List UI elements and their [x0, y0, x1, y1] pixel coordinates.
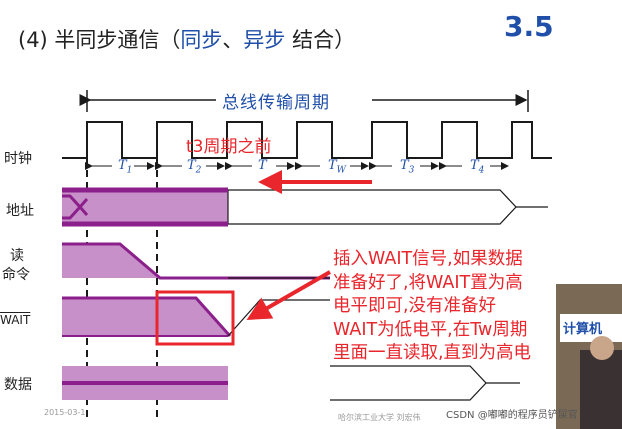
note-wait-line: 插入WAIT信号,如果数据: [333, 249, 523, 269]
footer-school: 哈尔滨工业大学 刘宏伟: [338, 413, 421, 422]
period-label-t2: T2: [187, 158, 202, 176]
red-arrow-wait: [246, 270, 331, 320]
wait-waveform: [62, 296, 232, 338]
signal-label-command: 命令: [2, 267, 30, 283]
signal-label-clock: 时钟: [4, 151, 32, 167]
title-suffix: 结合）: [285, 28, 356, 52]
footer-date: 2015-03-1: [44, 408, 86, 417]
page-number: 3.5: [504, 10, 554, 43]
address-bus: [227, 189, 517, 225]
title-sep: 、: [222, 28, 244, 52]
inset-label: 计算机: [563, 322, 603, 337]
csdn-watermark: CSDN @嘟嘟的程序员铲屎官: [446, 410, 578, 421]
signal-label-address: 地址: [6, 203, 34, 219]
title-prefix: (4) 半同步通信（: [18, 28, 181, 52]
bus-period-label: 总线传输周期: [222, 93, 330, 113]
note-wait: 插入WAIT信号,如果数据 准备好了,将WAIT置为高 电平即可,没有准备好 W…: [333, 248, 618, 366]
address-fill: [62, 190, 228, 224]
wait-highlight-box: [155, 290, 235, 346]
note-wait-line: 电平即可,没有准备好: [333, 296, 497, 316]
period-label-t: T: [258, 158, 267, 173]
period-label-t1: T1: [118, 158, 133, 176]
title-sync: 同步: [180, 28, 223, 52]
period-label-tw: TW: [328, 158, 346, 176]
slide-title: (4) 半同步通信（同步、异步 结合）: [18, 24, 355, 54]
note-t3: t3周期之前: [186, 137, 272, 157]
note-wait-line: 准备好了,将WAIT置为高: [333, 272, 523, 293]
note-wait-line: 里面一直读取,直到为高电: [333, 343, 532, 363]
signal-label-data: 数据: [4, 377, 32, 393]
period-label-t3: T3: [400, 158, 415, 176]
period-label-t4: T4: [470, 158, 485, 176]
clock-waveform: [62, 121, 552, 159]
signal-label-wait: WAIT: [0, 313, 31, 327]
read-command-fill: [62, 244, 160, 278]
title-async: 异步: [243, 28, 286, 52]
note-wait-line: WAIT为低电平,在Tw周期: [333, 319, 528, 340]
wait-fill: [62, 298, 228, 336]
signal-label-read: 读: [10, 248, 24, 264]
